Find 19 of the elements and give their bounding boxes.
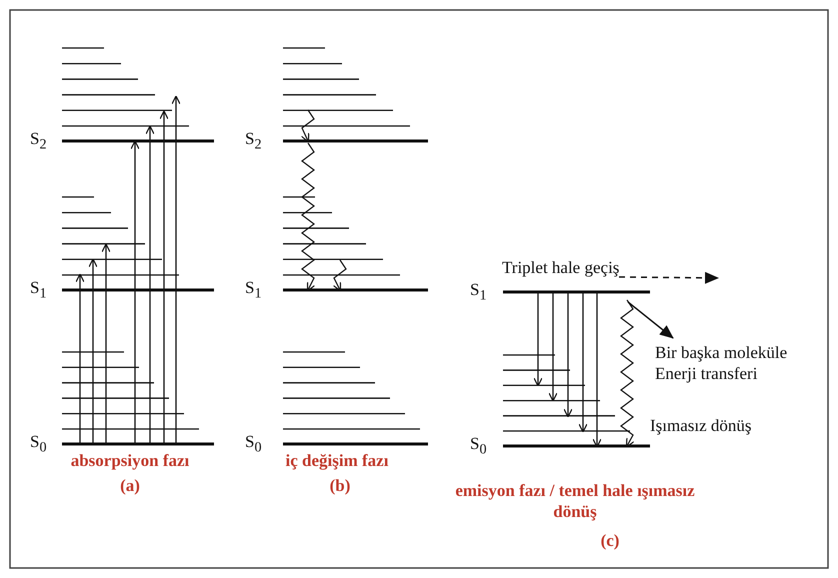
state-label: S$_{0}$: [30, 431, 47, 458]
caption-text: (c): [600, 530, 620, 552]
caption-text: emisyon fazı / temel hale ışımasız dönüş: [455, 480, 695, 522]
caption-text: (a): [119, 475, 141, 496]
arrow: [628, 301, 674, 339]
state-label: S$_{1}$: [30, 277, 47, 304]
annotation-text: Bir başka moleküle Enerji transferi: [655, 342, 825, 384]
state-label: S$_{0}$: [245, 431, 262, 458]
state-label: S$_{2}$: [245, 128, 262, 154]
caption-text: absorpsiyon fazı: [70, 450, 190, 472]
arrow: [619, 272, 719, 284]
state-label: S$_{0}$: [470, 433, 487, 460]
annotation-text: Triplet hale geçiş: [502, 259, 620, 278]
caption-text: iç değişim fazı: [284, 450, 390, 472]
state-label: S$_{1}$: [470, 279, 487, 306]
annotation-text: Işımasız dönüş: [650, 415, 752, 436]
state-label: S$_{1}$: [245, 277, 262, 304]
caption-text: (b): [328, 475, 352, 496]
state-label: S$_{2}$: [30, 128, 47, 154]
